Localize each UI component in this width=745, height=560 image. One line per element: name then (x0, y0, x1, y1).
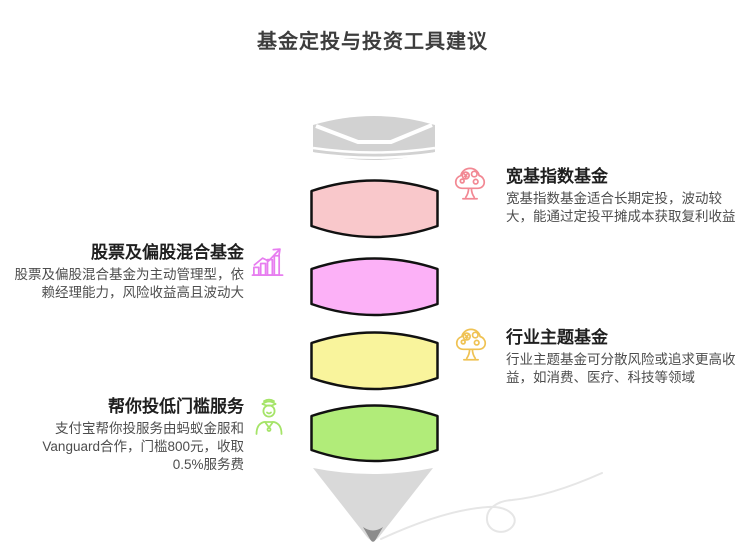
annotation-body: 行业主题基金可分散风险或追求更高收益，如消费、医疗、科技等领域 (506, 352, 736, 386)
annotation-title: 帮你投低门槛服务 (108, 397, 244, 416)
funnel-cone (313, 468, 433, 542)
funnel-segment-shape (310, 404, 439, 463)
funnel-segment-broad-index (310, 179, 439, 239)
annotation-sector-theme-fund: 行业主题基金 行业主题基金可分散风险或追求更高收益，如消费、医疗、科技等领域 (506, 328, 736, 387)
funnel-segment-sector-theme (310, 331, 439, 391)
funnel-segment-shape (310, 179, 439, 239)
funnel-cone-tip (363, 527, 383, 542)
service-person-icon (251, 396, 287, 437)
page-title: 基金定投与投资工具建议 (257, 31, 488, 53)
money-tree-icon (452, 166, 488, 204)
funnel-segment-low-threshold (310, 404, 439, 463)
funnel-top-segment (312, 116, 436, 160)
funnel-top-stripe-1 (312, 146, 436, 154)
annotation-body: 支付宝帮你投服务由蚂蚁金服和Vanguard合作，门槛800元，收取0.5%服务… (42, 421, 244, 473)
decorative-swoosh (380, 472, 603, 540)
annotation-body: 宽基指数基金适合长期定投，波动较大，能通过定投平摊成本获取复利收益 (506, 191, 736, 225)
swoosh-path (380, 472, 603, 540)
annotation-equity-hybrid-fund: 股票及偏股混合基金 股票及偏股混合基金为主动管理型，依赖经理能力，风险收益高且波… (10, 243, 245, 302)
annotation-title: 行业主题基金 (506, 328, 608, 347)
annotation-low-threshold-service: 帮你投低门槛服务 支付宝帮你投服务由蚂蚁金服和Vanguard合作，门槛800元… (30, 397, 244, 474)
annotation-broad-index-fund: 宽基指数基金 宽基指数基金适合长期定投，波动较大，能通过定投平摊成本获取复利收益 (506, 167, 736, 226)
funnel-top-stripe-2 (312, 152, 436, 159)
annotation-title: 宽基指数基金 (506, 167, 608, 186)
funnel-top-rim-highlight (315, 123, 433, 144)
funnel-top-shape (313, 116, 435, 160)
funnel-segment-shape (310, 331, 439, 391)
growth-chart-icon (250, 245, 285, 280)
annotation-body: 股票及偏股混合基金为主动管理型，依赖经理能力，风险收益高且波动大 (14, 267, 245, 301)
funnel-segment-shape (310, 257, 439, 317)
money-tree-icon (453, 327, 489, 365)
funnel-cone-shape (313, 468, 433, 541)
funnel-segment-equity-hybrid (310, 257, 439, 317)
annotation-title: 股票及偏股混合基金 (91, 243, 244, 262)
